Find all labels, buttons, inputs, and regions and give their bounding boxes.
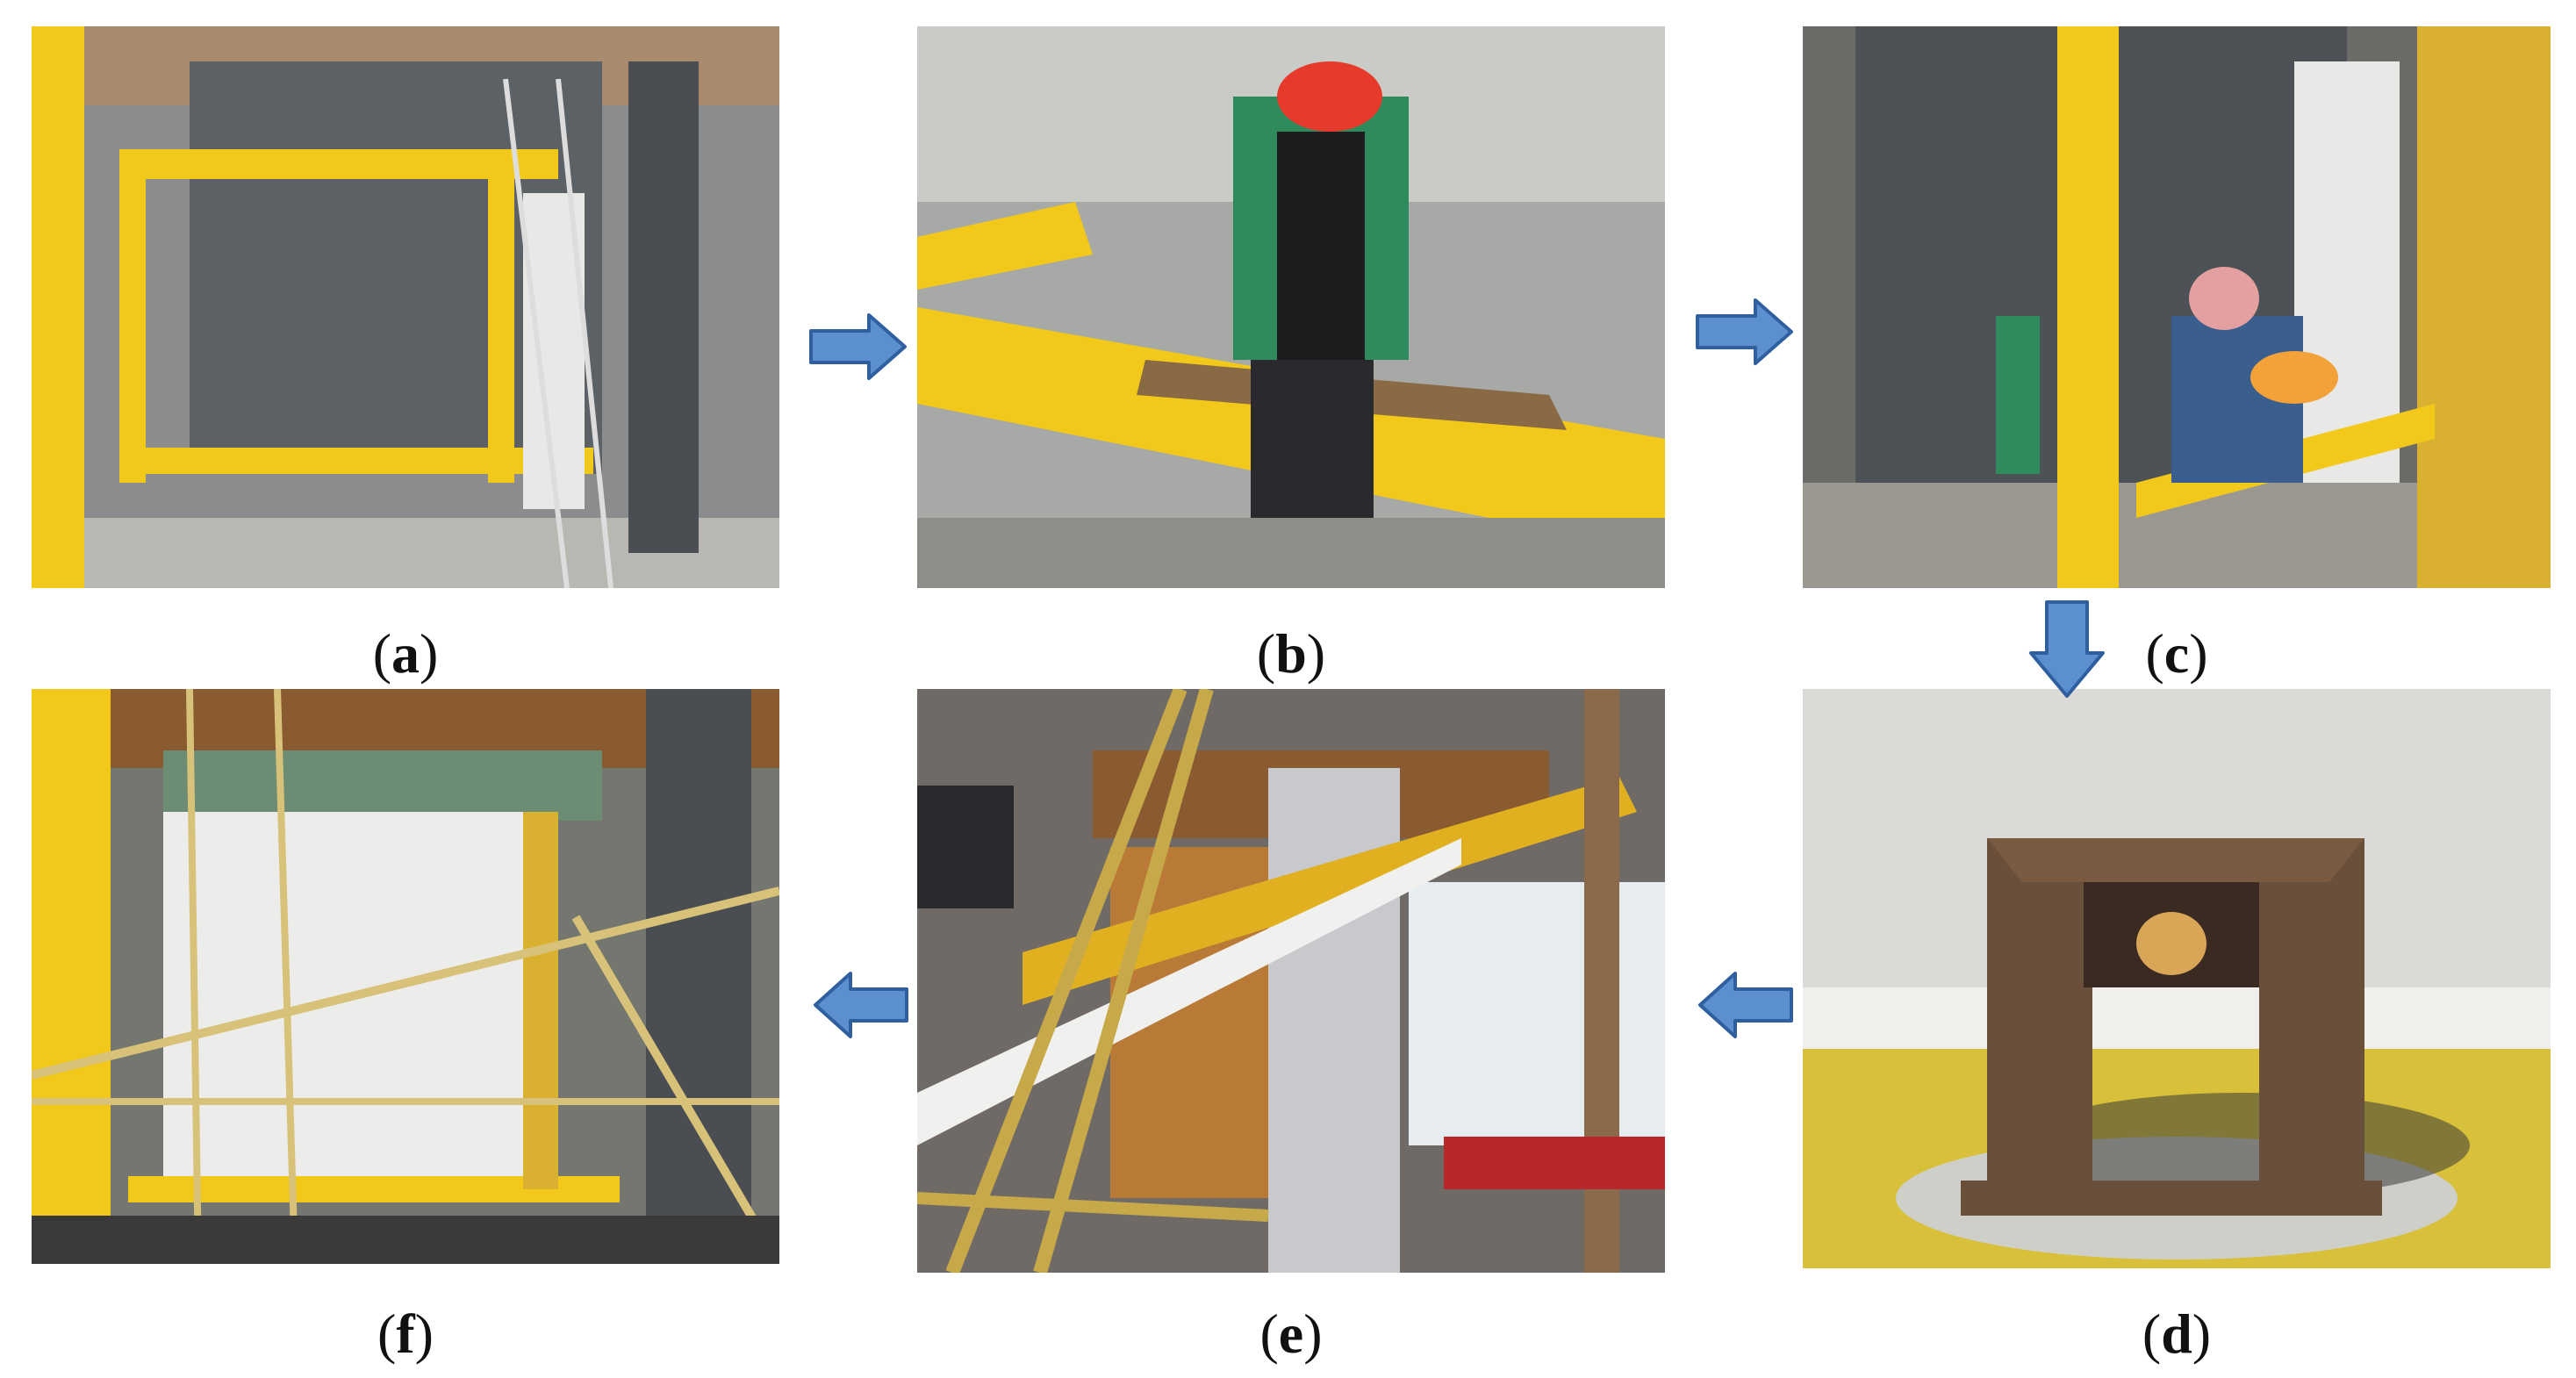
- photo-panel-c: [1803, 26, 2551, 588]
- photo-c-illustration: [1803, 26, 2551, 588]
- photo-panel-f: [32, 689, 779, 1264]
- photo-d-illustration: [1803, 689, 2551, 1268]
- panel-label-c: (c): [2145, 622, 2208, 685]
- panel-label-a: (a): [372, 622, 439, 685]
- photo-a-illustration: [32, 26, 779, 588]
- photo-f-illustration: [32, 689, 779, 1264]
- panel-label-e: (e): [1259, 1303, 1323, 1365]
- flow-arrow-left-icon: [812, 970, 910, 1040]
- photo-e-illustration: [917, 689, 1665, 1273]
- photo-panel-d: [1803, 689, 2551, 1268]
- flow-arrow-left-icon: [1697, 970, 1795, 1040]
- photo-panel-e: [917, 689, 1665, 1273]
- panel-label-d: (d): [2142, 1303, 2212, 1365]
- panel-label-f: (f): [377, 1303, 434, 1365]
- flow-arrow-right-icon: [1694, 297, 1795, 367]
- flow-arrow-right-icon: [807, 312, 908, 382]
- photo-b-illustration: [917, 26, 1665, 588]
- panel-label-b: (b): [1256, 622, 1326, 685]
- photo-panel-a: [32, 26, 779, 588]
- photo-panel-b: [917, 26, 1665, 588]
- flow-arrow-down-icon: [2027, 599, 2106, 700]
